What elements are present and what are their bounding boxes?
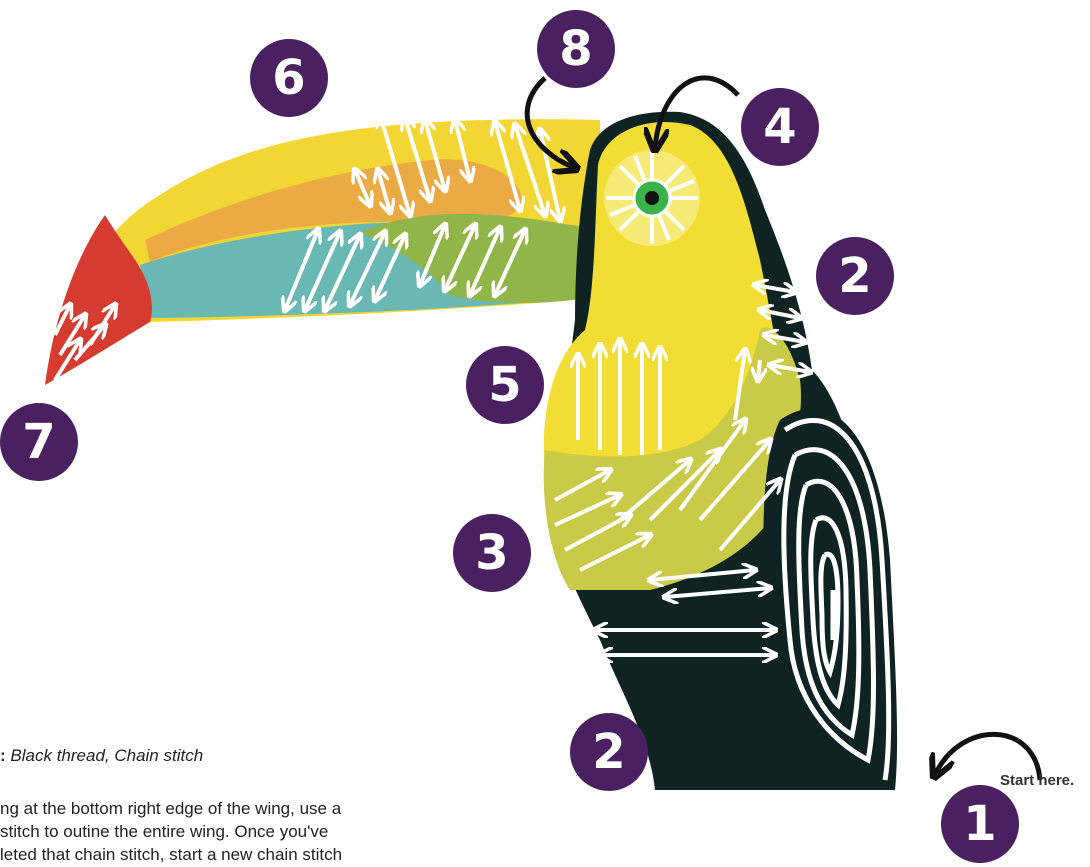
instruction-line-2: stitch to outine the entire wing. Once y… bbox=[0, 820, 328, 843]
step-badge-5: 5 bbox=[466, 346, 544, 424]
step-badge-7: 7 bbox=[0, 403, 78, 481]
step-badge-2-right: 2 bbox=[816, 237, 894, 315]
step-badge-1: 1 bbox=[941, 785, 1019, 863]
step-badge-3: 3 bbox=[453, 514, 531, 592]
start-here-label: Start here. bbox=[1000, 772, 1074, 789]
step-badge-2-bottom: 2 bbox=[570, 713, 648, 791]
step-badge-6: 6 bbox=[250, 39, 328, 117]
instruction-line-1: ng at the bottom right edge of the wing,… bbox=[0, 797, 341, 820]
instruction-line-3: leted that chain stitch, start a new cha… bbox=[0, 843, 342, 866]
toucan-eye bbox=[604, 150, 700, 246]
stitch-caption: : Black thread, Chain stitch bbox=[0, 746, 203, 766]
step-badge-8: 8 bbox=[537, 10, 615, 88]
caption-text: Black thread, Chain stitch bbox=[10, 746, 203, 765]
step-badge-4: 4 bbox=[741, 88, 819, 166]
caption-colon: : bbox=[0, 746, 6, 765]
